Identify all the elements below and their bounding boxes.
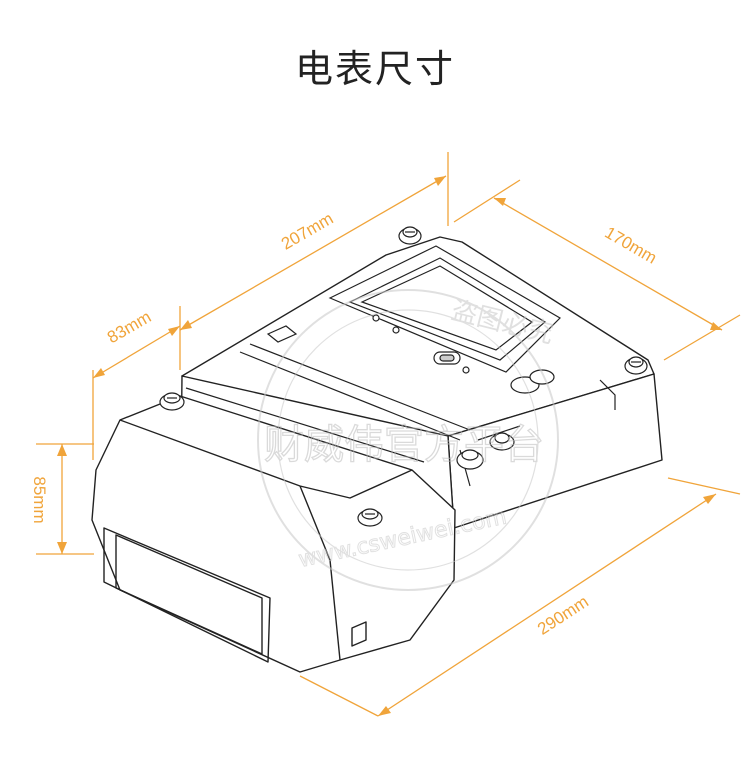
meter-outline — [91, 236, 663, 673]
meter-indicators — [372, 314, 470, 374]
seal-screw — [398, 226, 422, 245]
dimension-arrows — [57, 176, 722, 716]
meter-buttons — [510, 369, 555, 394]
dimension-label-depth: 83mm — [104, 307, 154, 347]
dimension-label-width: 170mm — [601, 223, 660, 268]
seal-screw — [489, 432, 515, 451]
dimension-label-length: 207mm — [278, 209, 337, 254]
watermark-company: 财威伟官方平台 — [264, 422, 544, 468]
dimension-lines — [36, 152, 741, 717]
seal-screws — [159, 226, 648, 527]
seal-screw — [159, 392, 185, 411]
page-title: 电表尺寸 — [294, 47, 455, 91]
seal-screw — [456, 449, 484, 470]
seal-screw — [357, 508, 383, 527]
dimension-label-height: 85mm — [30, 476, 49, 523]
seal-screw — [624, 356, 648, 375]
dimension-label-overall: 290mm — [534, 592, 592, 639]
